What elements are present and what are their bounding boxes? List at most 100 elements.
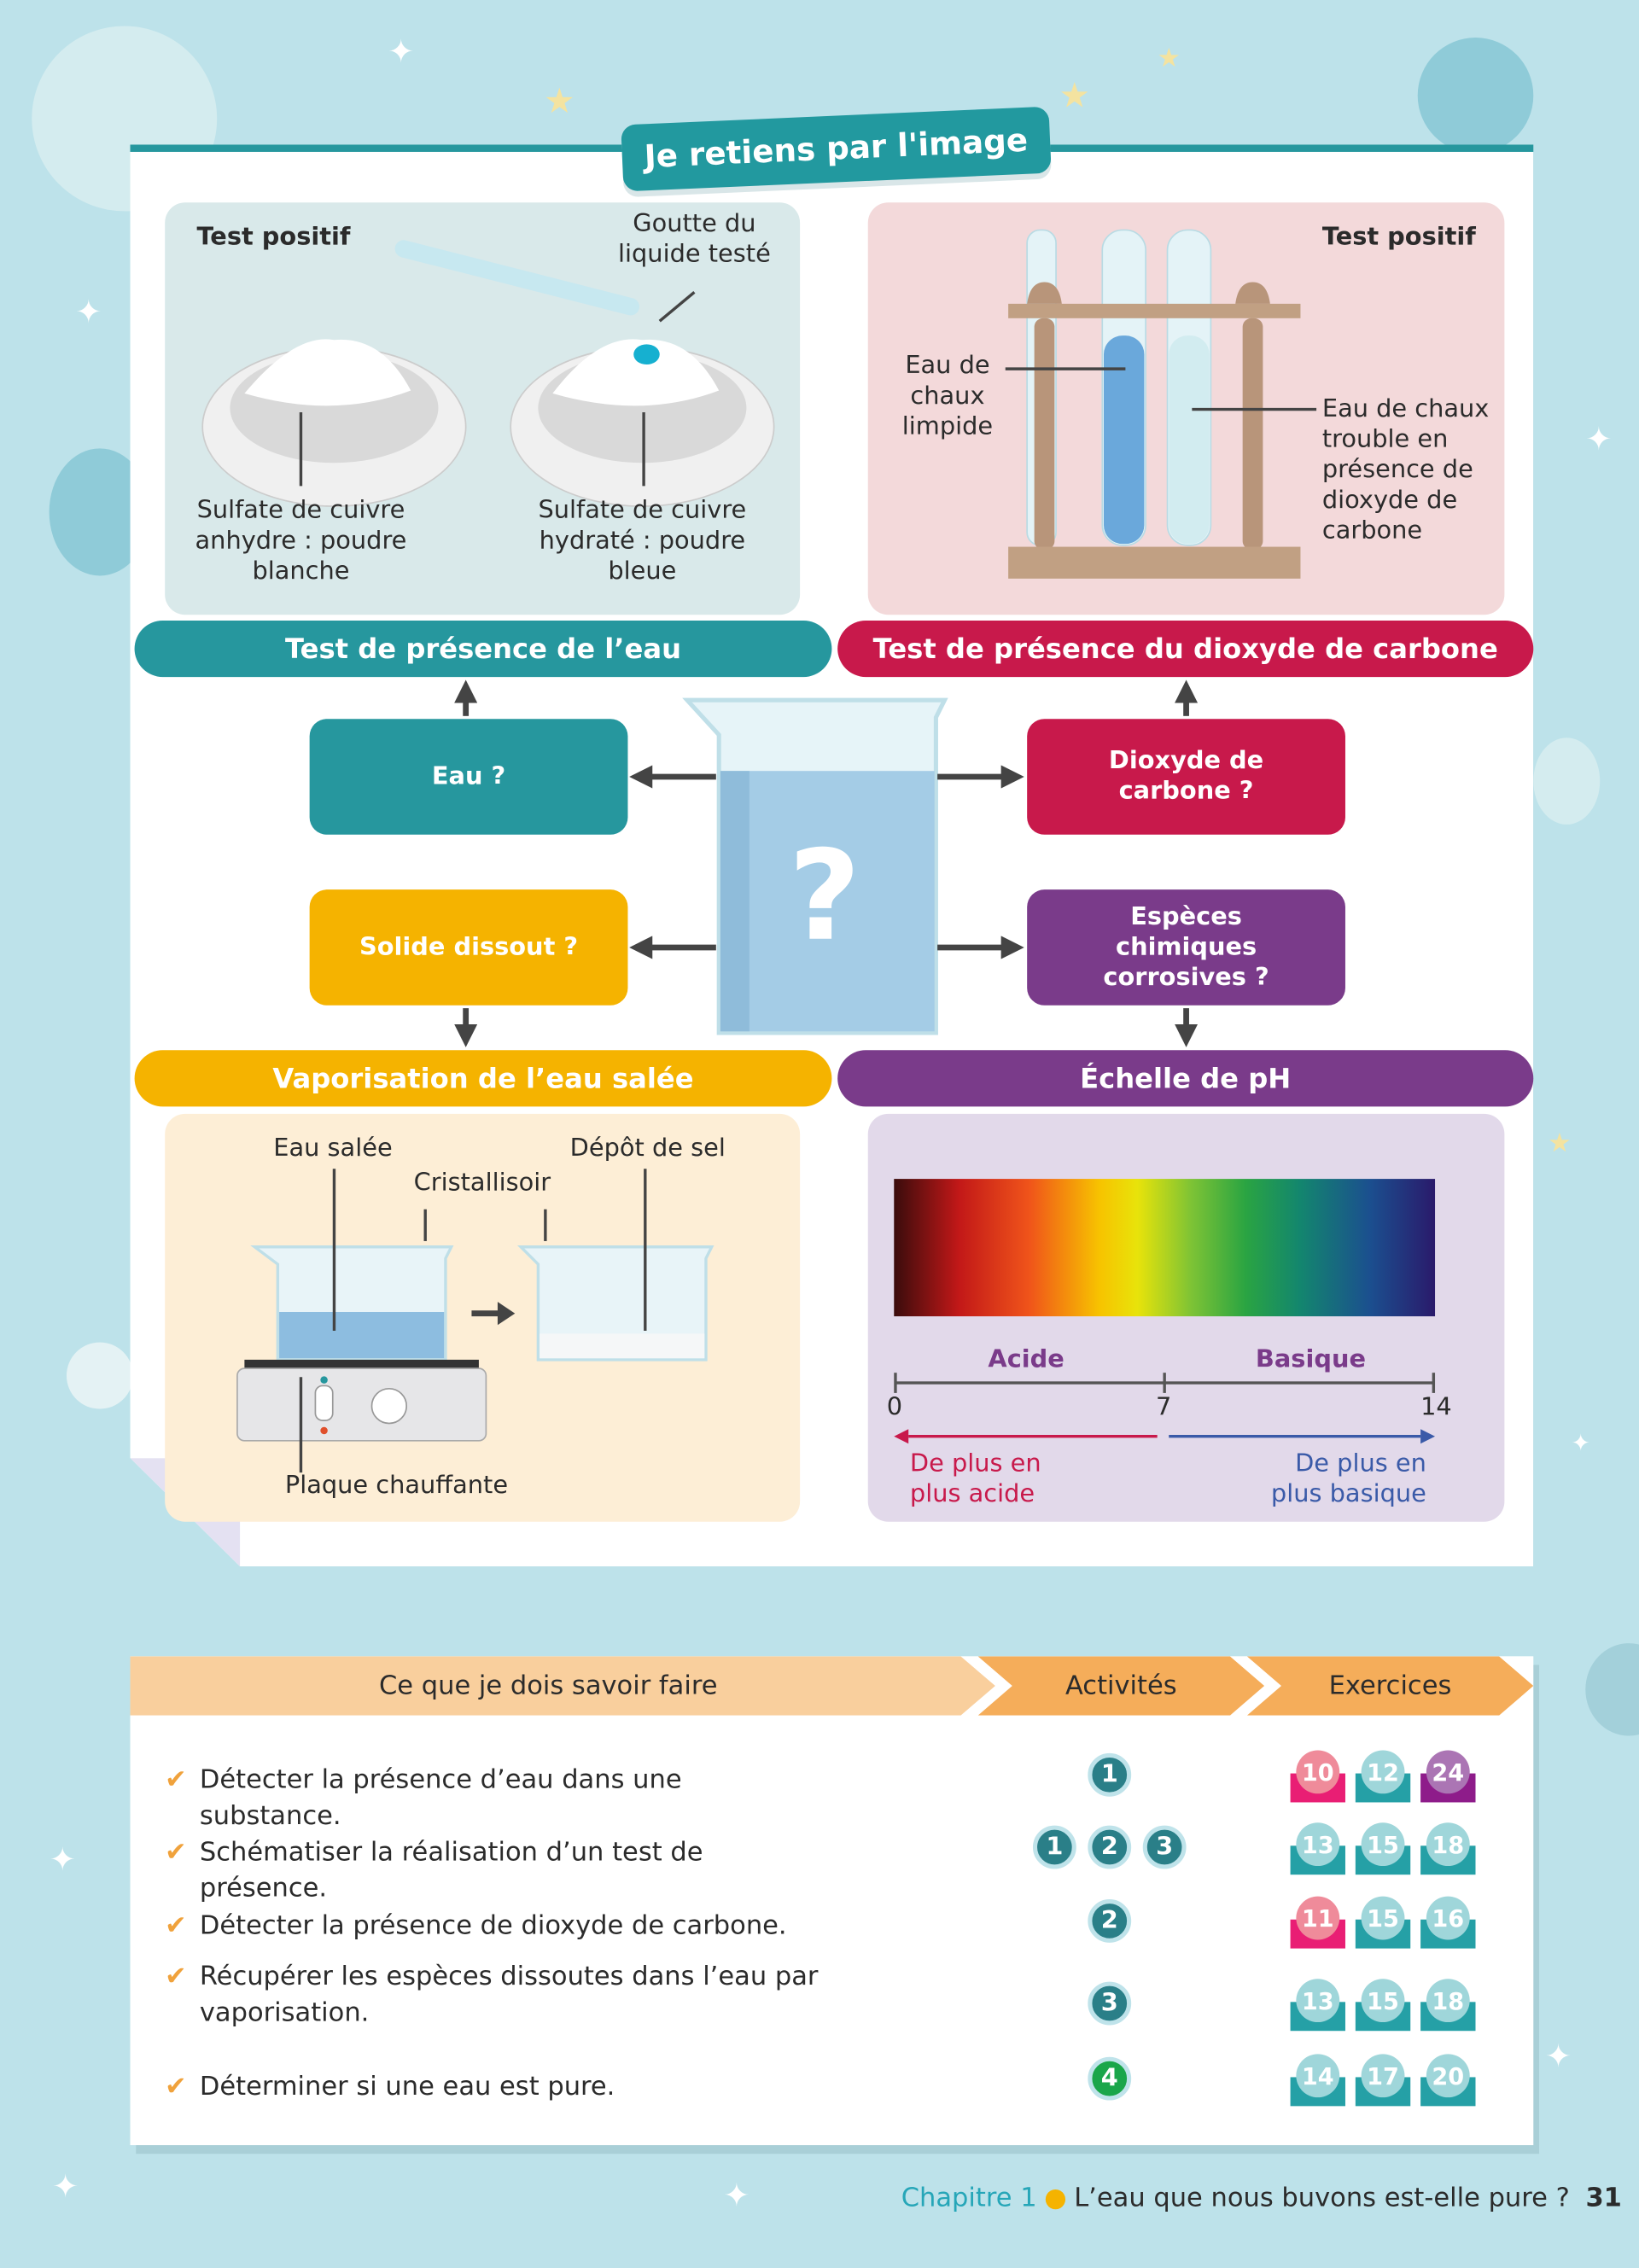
- title: Je retiens par l'image: [643, 122, 1029, 176]
- activity-badge[interactable]: 3: [1088, 1981, 1132, 2026]
- exercise-number: 15: [1361, 1979, 1405, 2023]
- exercise-badge[interactable]: 13: [1290, 1979, 1345, 2032]
- exercise-badge[interactable]: 18: [1420, 1822, 1476, 1875]
- vaporisation-header: Vaporisation de l’eau salée: [134, 1050, 832, 1107]
- activity-badge[interactable]: 3: [1142, 1825, 1187, 1869]
- star-icon: ✦: [388, 34, 415, 72]
- exercise-number: 13: [1296, 1822, 1340, 1867]
- solid-question-box: Solide dissout ?: [309, 889, 628, 1006]
- skill-text: Détecter la présence de dioxyde de carbo…: [199, 1910, 787, 1942]
- skill-row: ✔ Déterminer si une eau est pure.: [165, 2068, 821, 2104]
- activity-badge[interactable]: 2: [1088, 1899, 1132, 1943]
- more-acid-label: De plus en plus acide: [909, 1449, 1041, 1509]
- check-icon: ✔: [165, 1961, 187, 1992]
- exercise-number: 12: [1361, 1750, 1405, 1794]
- star-icon: ★: [1548, 1128, 1572, 1159]
- check-icon: ✔: [165, 2071, 187, 2102]
- test-tube-rack: [1005, 229, 1317, 579]
- exercise-badge[interactable]: 16: [1420, 1896, 1476, 1949]
- exercise-badge[interactable]: 15: [1355, 1822, 1411, 1875]
- bullet-icon: ●: [1044, 2183, 1067, 2213]
- ph-direction-arrows: [894, 1429, 1436, 1444]
- tick-label-14: 14: [1420, 1392, 1452, 1422]
- star-icon: ✦: [1544, 2039, 1572, 2076]
- activity-badge[interactable]: 4: [1088, 2056, 1132, 2101]
- col-header-activities: Activités: [977, 1656, 1265, 1716]
- star-icon: ★: [1059, 75, 1090, 116]
- exercise-number: 11: [1296, 1896, 1340, 1940]
- exercise-number: 17: [1361, 2054, 1405, 2098]
- more-basic-label: De plus en plus basique: [1270, 1449, 1426, 1509]
- anhydrous-label: Sulfate de cuivre anhydre : poudre blanc…: [195, 496, 407, 586]
- planet-icon: [1533, 738, 1601, 825]
- col-skill-label: Ce que je dois savoir faire: [378, 1670, 718, 1701]
- check-icon: ✔: [165, 1764, 187, 1795]
- exercise-number: 16: [1426, 1896, 1470, 1940]
- ph-scale-header: Échelle de pH: [837, 1050, 1534, 1107]
- water-question-box: Eau ?: [309, 719, 628, 835]
- exercise-badge[interactable]: 14: [1290, 2054, 1345, 2107]
- dish-illustration: [201, 240, 775, 507]
- star-icon: ✦: [52, 2169, 79, 2207]
- exercise-number: 18: [1426, 1979, 1470, 2023]
- exercise-number: 10: [1296, 1750, 1340, 1794]
- basic-label: Basique: [1255, 1344, 1367, 1374]
- check-icon: ✔: [165, 1837, 187, 1868]
- activity-badge[interactable]: 1: [1032, 1825, 1076, 1869]
- exercise-number: 20: [1426, 2054, 1470, 2098]
- vaporisation-illustration: [236, 1169, 715, 1473]
- footer: Chapitre 1 ● L’eau que nous buvons est-e…: [901, 2183, 1622, 2213]
- clear-limewater-label: Eau de chaux limpide: [901, 351, 994, 441]
- col-activities-label: Activités: [1064, 1670, 1177, 1701]
- exercise-number: 15: [1361, 1896, 1405, 1940]
- check-icon: ✔: [165, 1910, 187, 1942]
- planet-icon: [1585, 1643, 1639, 1736]
- exercise-badge[interactable]: 15: [1355, 1979, 1411, 2032]
- skill-text: Récupérer les espèces dissoutes dans l’e…: [199, 1961, 819, 2028]
- exercise-badge[interactable]: 18: [1420, 1979, 1476, 2032]
- co2-question-box: Dioxyde de carbone ?: [1027, 719, 1345, 835]
- hydrated-label: Sulfate de cuivre hydraté : poudre bleue: [538, 496, 747, 586]
- earth-icon: [1417, 38, 1534, 154]
- col-header-exercises: Exercices: [1246, 1656, 1534, 1716]
- exercise-number: 13: [1296, 1979, 1340, 2023]
- star-icon: ✦: [1585, 422, 1613, 459]
- skill-text: Détecter la présence d’eau dans une subs…: [199, 1764, 682, 1832]
- star-icon: ★: [544, 80, 575, 122]
- tick-label-0: 0: [886, 1392, 903, 1422]
- skill-row: ✔ Détecter la présence d’eau dans une sub…: [165, 1762, 821, 1834]
- salt-deposit-label: Dépôt de sel: [569, 1134, 726, 1163]
- skill-row: ✔ Récupérer les espèces dissoutes dans l’…: [165, 1958, 821, 2031]
- activity-badge[interactable]: 2: [1088, 1825, 1132, 1869]
- ph-color-gradient: [894, 1179, 1436, 1317]
- exercise-badge[interactable]: 20: [1420, 2054, 1476, 2107]
- crystallizer-label: Cristallisoir: [413, 1169, 551, 1198]
- col-exercises-label: Exercices: [1328, 1670, 1452, 1701]
- drop-label: Goutte du liquide testé: [618, 209, 771, 270]
- exercise-badge[interactable]: 11: [1290, 1896, 1345, 1949]
- skill-text: Déterminer si une eau est pure.: [199, 2071, 615, 2102]
- activity-badge[interactable]: 1: [1088, 1752, 1132, 1797]
- exercise-badge[interactable]: 12: [1355, 1750, 1411, 1803]
- exercise-badge[interactable]: 17: [1355, 2054, 1411, 2107]
- exercise-number: 15: [1361, 1822, 1405, 1867]
- chapter-label: Chapitre 1: [901, 2183, 1037, 2213]
- star-icon: ✦: [723, 2178, 750, 2215]
- star-icon: ✦: [1571, 1429, 1591, 1457]
- exercise-badge[interactable]: 13: [1290, 1822, 1345, 1875]
- hot-plate-label: Plaque chauffante: [284, 1471, 509, 1501]
- salt-water-label: Eau salée: [273, 1134, 393, 1163]
- exercise-number: 24: [1426, 1750, 1470, 1794]
- tick: [894, 1373, 897, 1393]
- col-header-skill: Ce que je dois savoir faire: [130, 1656, 995, 1716]
- saturn-icon: [66, 1342, 133, 1409]
- co2-test-header: Test de présence du dioxyde de carbone: [837, 620, 1534, 678]
- beaker-question-mark: ?: [788, 824, 861, 970]
- exercise-badge[interactable]: 15: [1355, 1896, 1411, 1949]
- star-icon: ✦: [49, 1842, 76, 1880]
- tick: [1163, 1373, 1166, 1393]
- skill-text: Schématiser la réalisation d’un test de …: [199, 1837, 703, 1904]
- exercise-badge[interactable]: 10: [1290, 1750, 1345, 1803]
- exercise-badge[interactable]: 24: [1420, 1750, 1476, 1803]
- star-icon: ✦: [75, 294, 102, 332]
